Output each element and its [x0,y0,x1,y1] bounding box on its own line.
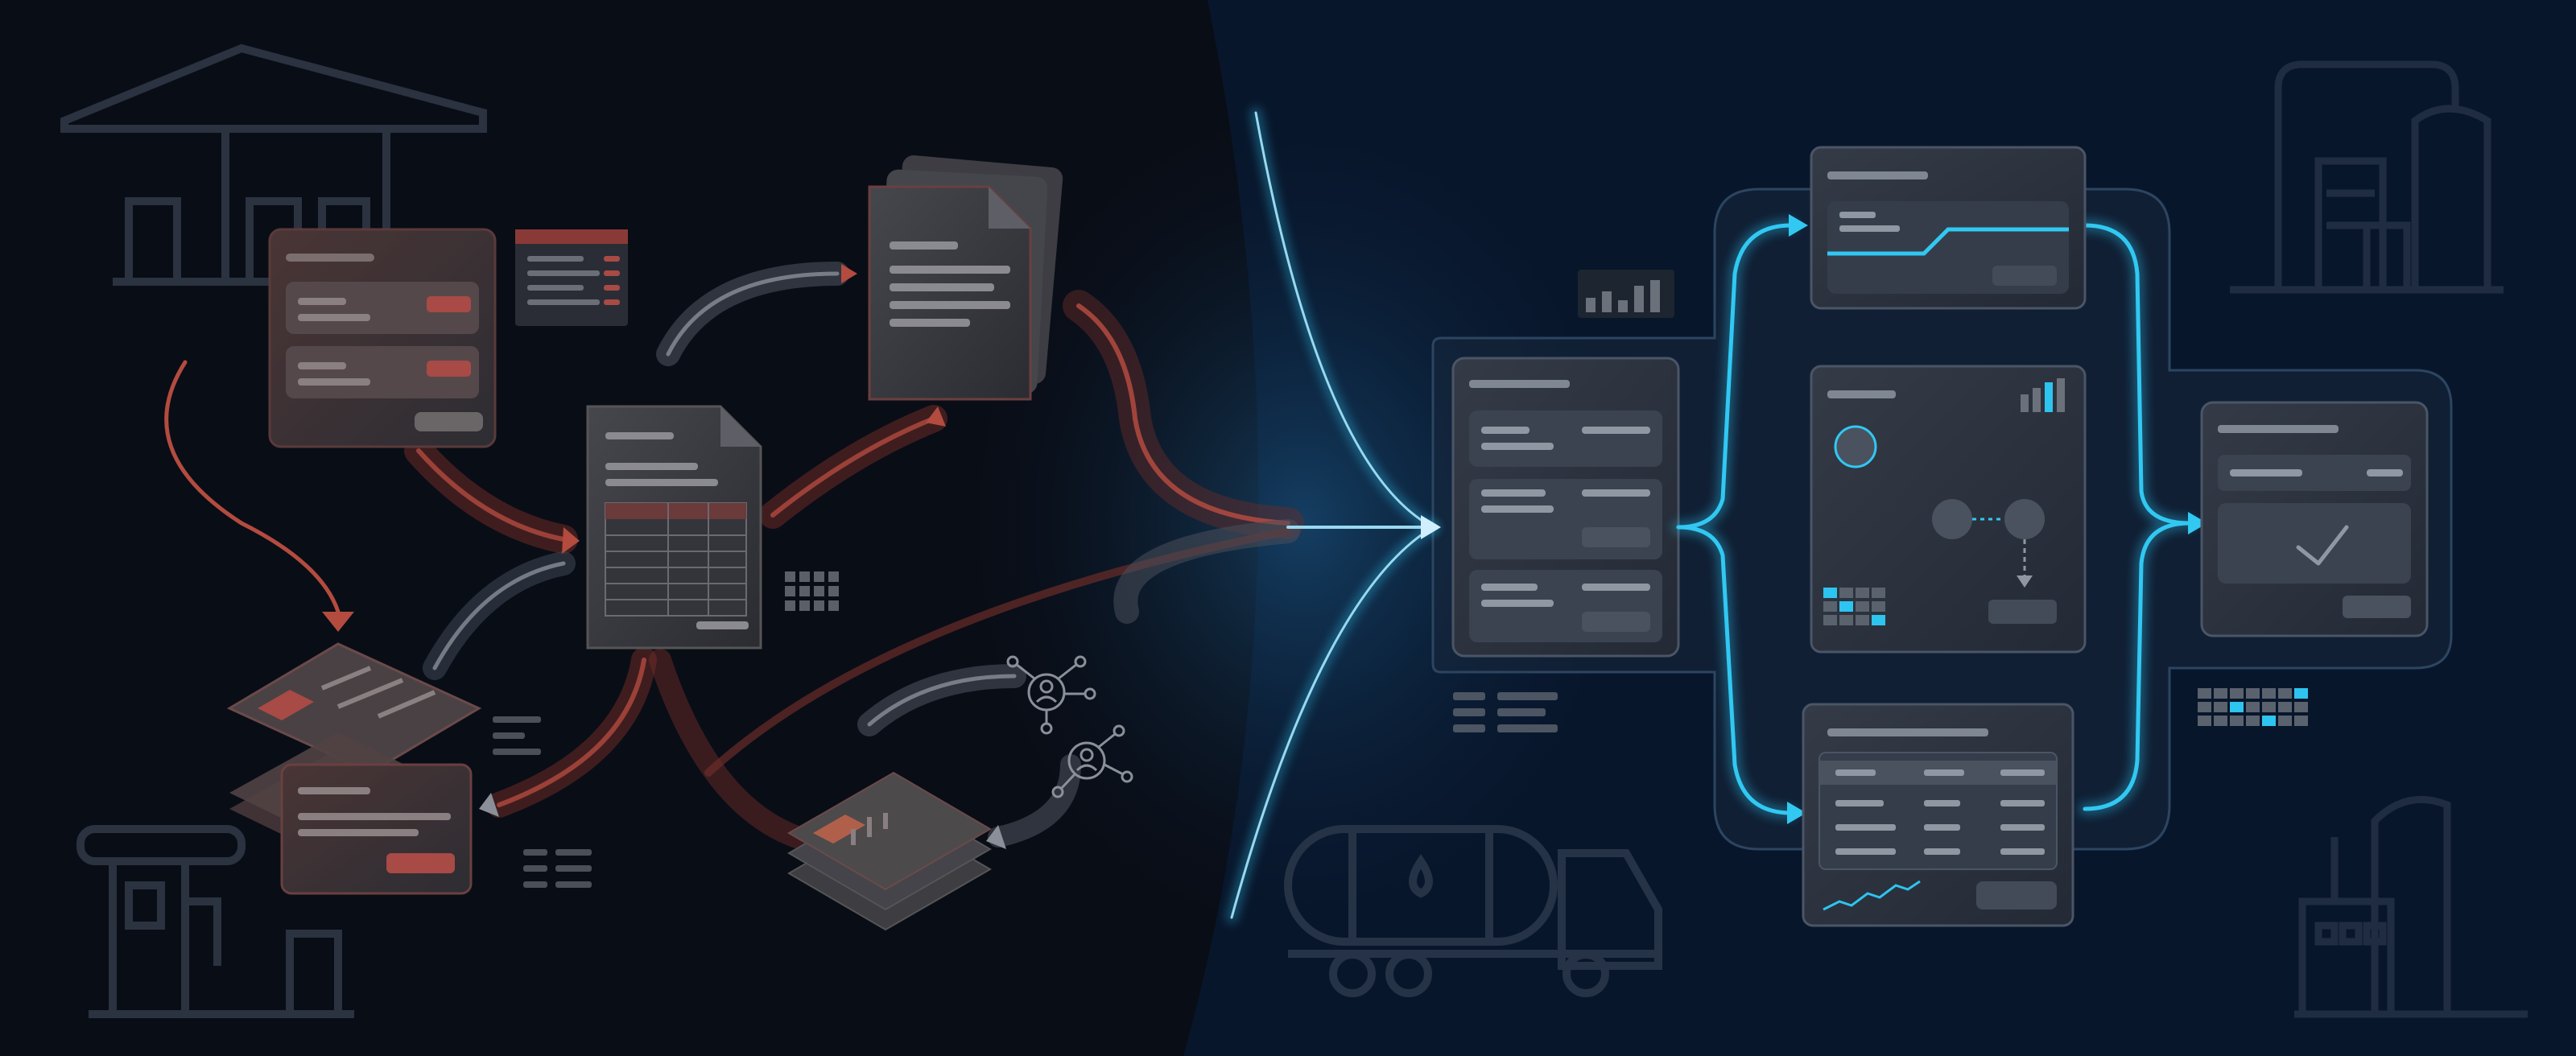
fuel-pump-icon [76,825,354,1018]
tanker-truck-icon [1284,825,1662,997]
converging-lines [1226,107,1439,923]
mini-list-card [515,229,628,326]
stacked-form-card [229,732,473,895]
layered-chart-card [787,771,992,931]
mini-bar-chart [1578,270,1674,318]
chemical-plant-icon [2230,60,2504,294]
mini-lines-right [1453,692,1558,732]
entry-arrowhead [1421,515,1441,539]
process-diagram-card [1810,365,2087,654]
data-table-card [1802,703,2074,927]
mini-lines-left [493,716,541,755]
tangled-flow-lines [164,262,1304,848]
flow-arrowheads-left [322,264,1006,849]
stacked-documents [868,155,1063,401]
document-table-card [586,405,762,650]
request-list-card [1451,357,1680,658]
network-person-icon [1006,655,1096,735]
mini-lines-left-2 [523,849,592,888]
trend-line-card [1810,146,2087,310]
dot-grid-right [2198,688,2308,726]
dot-grid-left [785,571,839,611]
refinery-icon [2294,795,2528,1018]
network-person-icon [1051,724,1133,798]
approval-card [2200,401,2429,637]
checkmark-icon [2296,525,2349,566]
form-card [268,228,497,448]
